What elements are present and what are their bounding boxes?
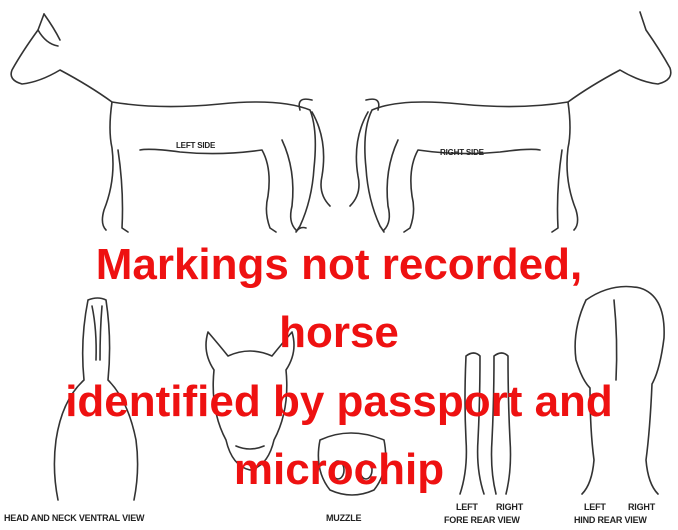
right-side-label: RIGHT SIDE <box>440 148 484 157</box>
fore-right-label: RIGHT <box>496 502 523 512</box>
muzzle-label: MUZZLE <box>326 513 361 523</box>
overlay-line-4: microchip <box>0 448 678 492</box>
head-neck-view-label: HEAD AND NECK VENTRAL VIEW <box>4 513 144 523</box>
left-side-label: LEFT SIDE <box>176 141 215 150</box>
hind-right-label: RIGHT <box>628 502 655 512</box>
overlay-line-2: horse <box>0 311 678 355</box>
fore-rear-view-label: FORE REAR VIEW <box>444 515 520 525</box>
left-side-horse-outline <box>11 14 330 232</box>
overlay-line-3: identified by passport and <box>0 380 678 424</box>
right-side-horse-outline <box>350 12 671 232</box>
fore-left-label: LEFT <box>456 502 478 512</box>
overlay-line-1: Markings not recorded, <box>0 243 678 287</box>
hind-rear-view-label: HIND REAR VIEW <box>574 515 647 525</box>
hind-left-label: LEFT <box>584 502 606 512</box>
